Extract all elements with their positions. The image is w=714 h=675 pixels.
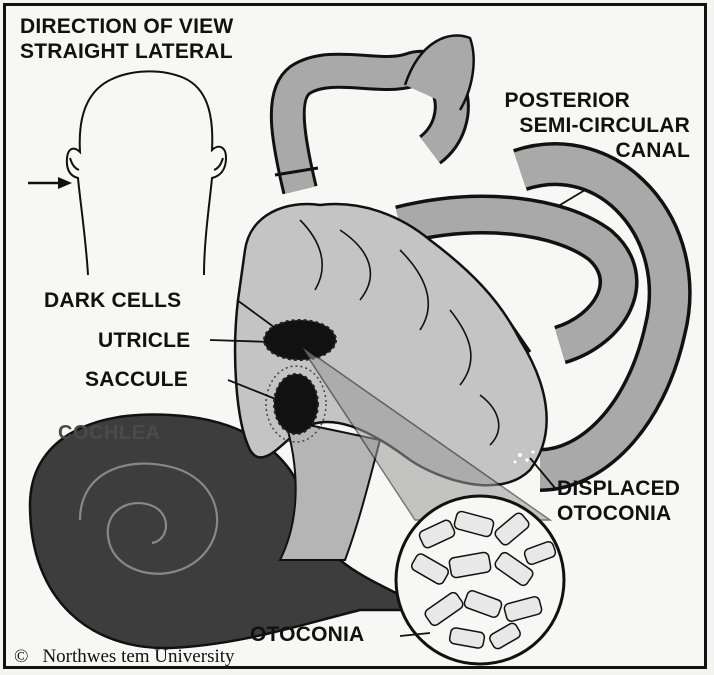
utricle-label: UTRICLE bbox=[98, 328, 190, 353]
view-direction-title: DIRECTION OF VIEW STRAIGHT LATERAL bbox=[20, 14, 233, 64]
displaced-otoconia-line-2: OTOCONIA bbox=[557, 501, 680, 526]
posterior-canal-line-2: SEMI-CIRCULAR bbox=[470, 113, 690, 138]
otoconia-label: OTOCONIA bbox=[250, 622, 364, 647]
head-outline-icon bbox=[67, 71, 226, 275]
copyright-notice: © Northwes tem University bbox=[14, 646, 235, 668]
view-direction-line-1: DIRECTION OF VIEW bbox=[20, 14, 233, 39]
copyright-symbol: © bbox=[14, 646, 28, 667]
utricle-macula bbox=[264, 320, 336, 360]
posterior-canal-line-3: CANAL bbox=[470, 138, 690, 163]
otoconia-magnifier-icon bbox=[396, 496, 564, 664]
dark-cells-label: DARK CELLS bbox=[44, 288, 181, 313]
posterior-canal-label: POSTERIOR SEMI-CIRCULAR CANAL bbox=[470, 88, 690, 163]
view-direction-line-2: STRAIGHT LATERAL bbox=[20, 39, 233, 64]
posterior-canal-line-1: POSTERIOR bbox=[470, 88, 630, 113]
displaced-otoconia-line-1: DISPLACED bbox=[557, 476, 680, 501]
view-arrow-icon bbox=[28, 177, 72, 189]
displaced-otoconia-label: DISPLACED OTOCONIA bbox=[557, 476, 680, 526]
copyright-text: Northwes tem University bbox=[42, 646, 234, 667]
cochlea-label: COCHLEA bbox=[58, 422, 160, 445]
saccule-label: SACCULE bbox=[85, 367, 188, 392]
